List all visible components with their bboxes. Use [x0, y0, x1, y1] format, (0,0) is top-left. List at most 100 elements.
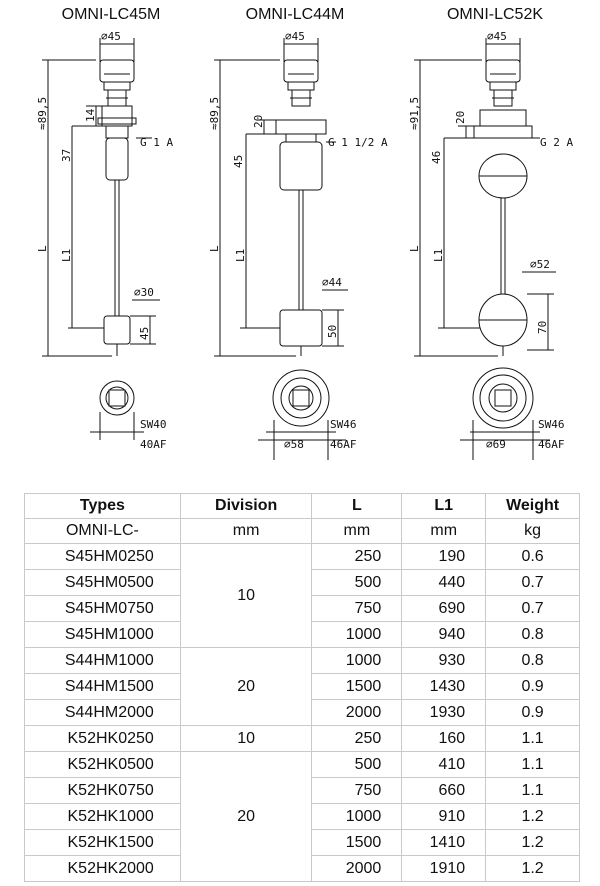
lc52k-l1-label: L1 — [432, 249, 445, 262]
cell-type: K52HK1000 — [24, 803, 181, 830]
lc45m-l1-label: L1 — [60, 249, 73, 262]
lc45m-thread-label: G 1 A — [140, 136, 173, 149]
cell-division: 10 — [179, 725, 313, 752]
lc45m-dim-a-label: 14 — [84, 108, 97, 122]
cell-weight: 1.2 — [485, 855, 580, 882]
cell-weight: 1.1 — [485, 777, 580, 804]
cell-l: 1000 — [311, 803, 403, 830]
cell-l1: 1430 — [401, 673, 487, 700]
model-title-lc52k: OMNI-LC52K — [446, 6, 544, 23]
lc45m-af-label: 40AF — [140, 438, 167, 451]
cell-l: 250 — [311, 543, 403, 570]
cell-l: 500 — [311, 751, 403, 778]
cell-weight: 0.9 — [485, 699, 580, 726]
header-weight: Weight — [485, 493, 580, 519]
cell-l1: 190 — [401, 543, 487, 570]
cell-l: 1000 — [311, 647, 403, 674]
cell-l: 750 — [311, 777, 403, 804]
cell-division: 10 — [179, 543, 313, 648]
cell-weight: 0.8 — [485, 621, 580, 648]
cell-type: K52HK2000 — [24, 855, 181, 882]
lc44m-l-label: L — [208, 245, 221, 252]
cell-l1: 1410 — [401, 829, 487, 856]
lc44m-height-label: ≈89,5 — [208, 97, 221, 130]
cell-weight: 1.2 — [485, 803, 580, 830]
unit-types: OMNI-LC- — [24, 518, 181, 544]
cell-type: S45HM1000 — [24, 621, 181, 648]
lc52k-float-h-label: 70 — [536, 321, 549, 334]
drawing-lc44m — [214, 38, 348, 460]
cell-type: K52HK0250 — [24, 725, 181, 752]
cell-type: S44HM1500 — [24, 673, 181, 700]
lc52k-dim-b-label: 46 — [430, 151, 443, 164]
lc52k-thread-label: G 2 A — [540, 136, 573, 149]
model-title-lc44m: OMNI-LC44M — [245, 6, 345, 23]
cell-weight: 0.9 — [485, 673, 580, 700]
lc52k-base-dia-label: ⌀69 — [486, 438, 506, 451]
cell-type: S45HM0750 — [24, 595, 181, 622]
lc45m-dim-b-label: 37 — [60, 149, 73, 162]
lc44m-float-h-label: 50 — [326, 325, 339, 338]
cell-l1: 410 — [401, 751, 487, 778]
lc45m-wrench-label: SW40 — [140, 418, 167, 431]
cell-weight: 1.2 — [485, 829, 580, 856]
unit-division: mm — [179, 518, 313, 544]
cell-weight: 1.1 — [485, 751, 580, 778]
cell-weight: 1.1 — [485, 725, 580, 752]
cell-type: S45HM0500 — [24, 569, 181, 596]
lc44m-thread-label: G 1 1/2 A — [328, 136, 388, 149]
cell-l: 2000 — [311, 855, 403, 882]
cell-weight: 0.6 — [485, 543, 580, 570]
lc52k-dim-a-label: 20 — [454, 111, 467, 124]
lc44m-af-label: 46AF — [330, 438, 357, 451]
lc52k-af-label: 46AF — [538, 438, 565, 451]
cell-type: S44HM2000 — [24, 699, 181, 726]
cell-l1: 910 — [401, 803, 487, 830]
drawing-lc45m — [42, 38, 160, 440]
drawing-svg: ⌀45 ≈89,5 14 G 1 A 37 L L1 ⌀30 45 SW40 4… — [36, 30, 573, 460]
unit-l1: mm — [401, 518, 487, 544]
lc45m-l-label: L — [36, 245, 49, 252]
unit-l: mm — [311, 518, 403, 544]
cell-l1: 1910 — [401, 855, 487, 882]
lc45m-float-h-label: 45 — [138, 327, 151, 340]
table-header-row: Types Division L L1 Weight — [24, 493, 580, 519]
table-units-row: OMNI-LC- mm mm mm kg — [24, 518, 580, 544]
header-l: L — [311, 493, 403, 519]
lc45m-float-dia-label: ⌀30 — [134, 286, 154, 299]
unit-weight: kg — [485, 518, 580, 544]
lc44m-float-dia-label: ⌀44 — [322, 276, 342, 289]
cell-l: 250 — [311, 725, 403, 752]
cell-weight: 0.7 — [485, 595, 580, 622]
lc44m-dim-b-label: 45 — [232, 155, 245, 168]
header-l1: L1 — [401, 493, 487, 519]
lc44m-dia-label: ⌀45 — [285, 30, 305, 43]
technical-drawings: OMNI-LC45M OMNI-LC44M OMNI-LC52K — [36, 6, 573, 460]
cell-l: 500 — [311, 569, 403, 596]
cell-l1: 160 — [401, 725, 487, 752]
cell-l: 750 — [311, 595, 403, 622]
cell-l: 2000 — [311, 699, 403, 726]
cell-type: S45HM0250 — [24, 543, 181, 570]
cell-l: 1500 — [311, 673, 403, 700]
lc45m-dia-label: ⌀45 — [101, 30, 121, 43]
cell-weight: 0.7 — [485, 569, 580, 596]
cell-type: K52HK0500 — [24, 751, 181, 778]
cell-division: 20 — [179, 647, 313, 726]
cell-l1: 930 — [401, 647, 487, 674]
lc52k-height-label: ≈91,5 — [408, 97, 421, 130]
cell-l1: 660 — [401, 777, 487, 804]
lc44m-l1-label: L1 — [234, 249, 247, 262]
cell-l: 1000 — [311, 621, 403, 648]
lc52k-l-label: L — [408, 245, 421, 252]
